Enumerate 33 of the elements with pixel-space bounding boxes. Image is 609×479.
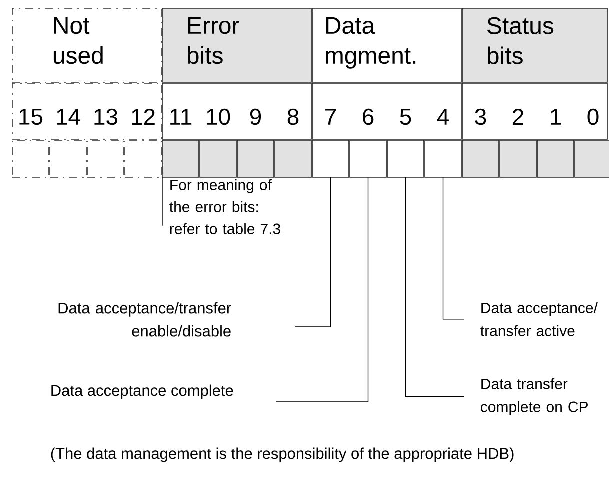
bit-cell <box>537 140 574 178</box>
bit-number-cell: 3 2 1 0 <box>462 83 608 140</box>
leader-line <box>294 177 332 328</box>
bit-cell <box>200 140 237 178</box>
bit-cell <box>50 140 87 178</box>
bit-number-cell: 11 10 9 8 <box>162 83 312 140</box>
bit-cell <box>500 140 537 178</box>
bit-cell <box>350 140 387 178</box>
footnote: (The data management is the responsibility of the appropriate HDB) <box>51 448 514 462</box>
leader-line <box>405 177 464 398</box>
leader-line <box>276 177 369 402</box>
bit-cell <box>12 140 50 178</box>
bit-cell <box>124 140 162 178</box>
header-cell: Status bits <box>462 8 608 83</box>
bit-description: Data acceptance/transfer enable/disable <box>58 302 232 337</box>
bit-description: Data transfer complete on CP <box>481 378 588 416</box>
leader-line <box>162 177 163 226</box>
bit-cell <box>424 140 462 178</box>
bit-description: Data acceptance/ transfer active <box>480 302 598 336</box>
note-text: For meaning of the error bits: refer to table 7.3 <box>170 179 280 234</box>
header-cell: Not used <box>12 8 162 83</box>
header-cell: Data mgment. <box>312 8 462 83</box>
leader-line <box>442 177 464 320</box>
bit-cell <box>274 140 312 178</box>
bit-cell <box>312 140 350 178</box>
bit-cell <box>162 140 200 178</box>
bit-cell <box>387 140 424 178</box>
bit-cell <box>237 140 274 178</box>
bit-description: Data acceptance complete <box>52 384 234 400</box>
bit-cell <box>574 140 609 178</box>
header-cell: Error bits <box>162 8 312 83</box>
bit-cell <box>462 140 500 178</box>
bit-cell <box>87 140 124 178</box>
